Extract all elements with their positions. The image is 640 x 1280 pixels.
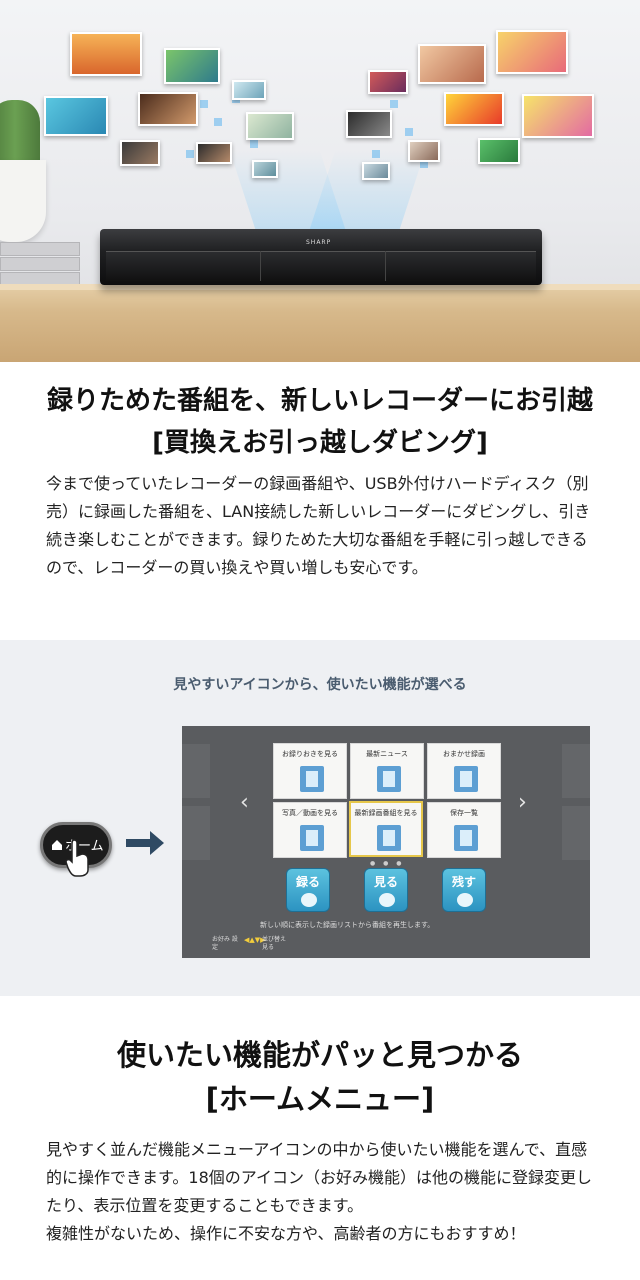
recording-film-icon xyxy=(300,766,324,792)
book-stack xyxy=(0,242,80,288)
dpad-icon: ◀▲▼▶ xyxy=(244,936,266,944)
menu-tile-photo-video[interactable]: 写真／動画を見る xyxy=(273,802,347,858)
page-indicator: ● ● ● xyxy=(370,860,405,867)
news-film-icon xyxy=(377,766,401,792)
menu-tile-recorded-list[interactable]: お録りおきを見る xyxy=(273,743,347,799)
big-button-watch[interactable]: 見る xyxy=(364,868,408,912)
thumbnail-photo xyxy=(70,32,142,76)
arrow-right-icon xyxy=(126,831,164,855)
menu-tile-auto-record[interactable]: おまかせ録画 xyxy=(427,743,501,799)
hero-image: SHARP xyxy=(0,0,640,362)
thumbnail-photo xyxy=(496,30,568,74)
thumbnail-photo xyxy=(418,44,486,84)
legend-favorite-settings: お好み 設定 xyxy=(212,936,238,951)
home-icon xyxy=(52,840,62,850)
disc-arrow-icon xyxy=(457,893,473,907)
legend-sort-view: 並び替え 見る xyxy=(262,936,287,951)
plant-pot xyxy=(0,160,46,242)
thumbnail-photo xyxy=(362,162,390,180)
big-button-keep[interactable]: 残す xyxy=(442,868,486,912)
thumbnail-photo xyxy=(44,96,108,136)
menu-tile-storage-list[interactable]: 保存一覧 xyxy=(427,802,501,858)
photo-video-icon xyxy=(300,825,324,851)
section-subtitle-home-menu: [ホームメニュー] xyxy=(205,1082,435,1116)
thumbnail-photo xyxy=(252,160,278,178)
panel-caption: 見やすいアイコンから、使いたい機能が選べる xyxy=(173,677,467,693)
big-button-record[interactable]: 録る xyxy=(286,868,330,912)
menu-tile-latest-news[interactable]: 最新ニュース xyxy=(350,743,424,799)
thumbnail-photo xyxy=(196,142,232,164)
latest-recording-icon xyxy=(377,825,401,851)
storage-list-icon xyxy=(454,825,478,851)
play-icon xyxy=(379,893,395,907)
thumbnail-photo xyxy=(346,110,392,138)
thumbnail-photo xyxy=(164,48,220,84)
section-title-dubbing: 録りためた番組を、新しいレコーダーにお引越 xyxy=(46,386,593,416)
section-subtitle-dubbing: [買換えお引っ越しダビング] xyxy=(152,428,488,458)
auto-record-icon xyxy=(454,766,478,792)
thumbnail-photo xyxy=(232,80,266,100)
thumbnail-photo xyxy=(522,94,594,138)
clock-icon xyxy=(301,893,317,907)
recorder-brand: SHARP xyxy=(306,239,332,246)
section-body-home-menu: 見やすく並んだ機能メニューアイコンの中から使いたい機能を選んで、直感的に操作でき… xyxy=(46,1140,592,1243)
thumbnail-photo xyxy=(138,92,198,126)
screen-hint-text: 新しい順に表示した録画リストから番組を再生します。 xyxy=(260,921,435,929)
thumbnail-photo xyxy=(444,92,504,126)
thumbnail-photo xyxy=(478,138,520,164)
thumbnail-photo xyxy=(120,140,160,166)
menu-tile-latest-recording[interactable]: 最新録画番組を見る xyxy=(349,801,423,857)
pointing-hand-icon xyxy=(65,839,89,877)
menu-prev-arrow[interactable]: ‹ xyxy=(240,790,249,815)
thumbnail-photo xyxy=(368,70,408,94)
section-title-home-menu: 使いたい機能がパッと見つかる xyxy=(116,1038,523,1072)
bluray-recorder: SHARP xyxy=(100,229,542,285)
menu-next-arrow[interactable]: › xyxy=(518,790,527,815)
section-body-dubbing: 今まで使っていたレコーダーの録画番組や、USB外付けハードディスク（別売）に録画… xyxy=(46,474,591,577)
thumbnail-photo xyxy=(408,140,440,162)
thumbnail-photo xyxy=(246,112,294,140)
wooden-shelf xyxy=(0,284,640,362)
